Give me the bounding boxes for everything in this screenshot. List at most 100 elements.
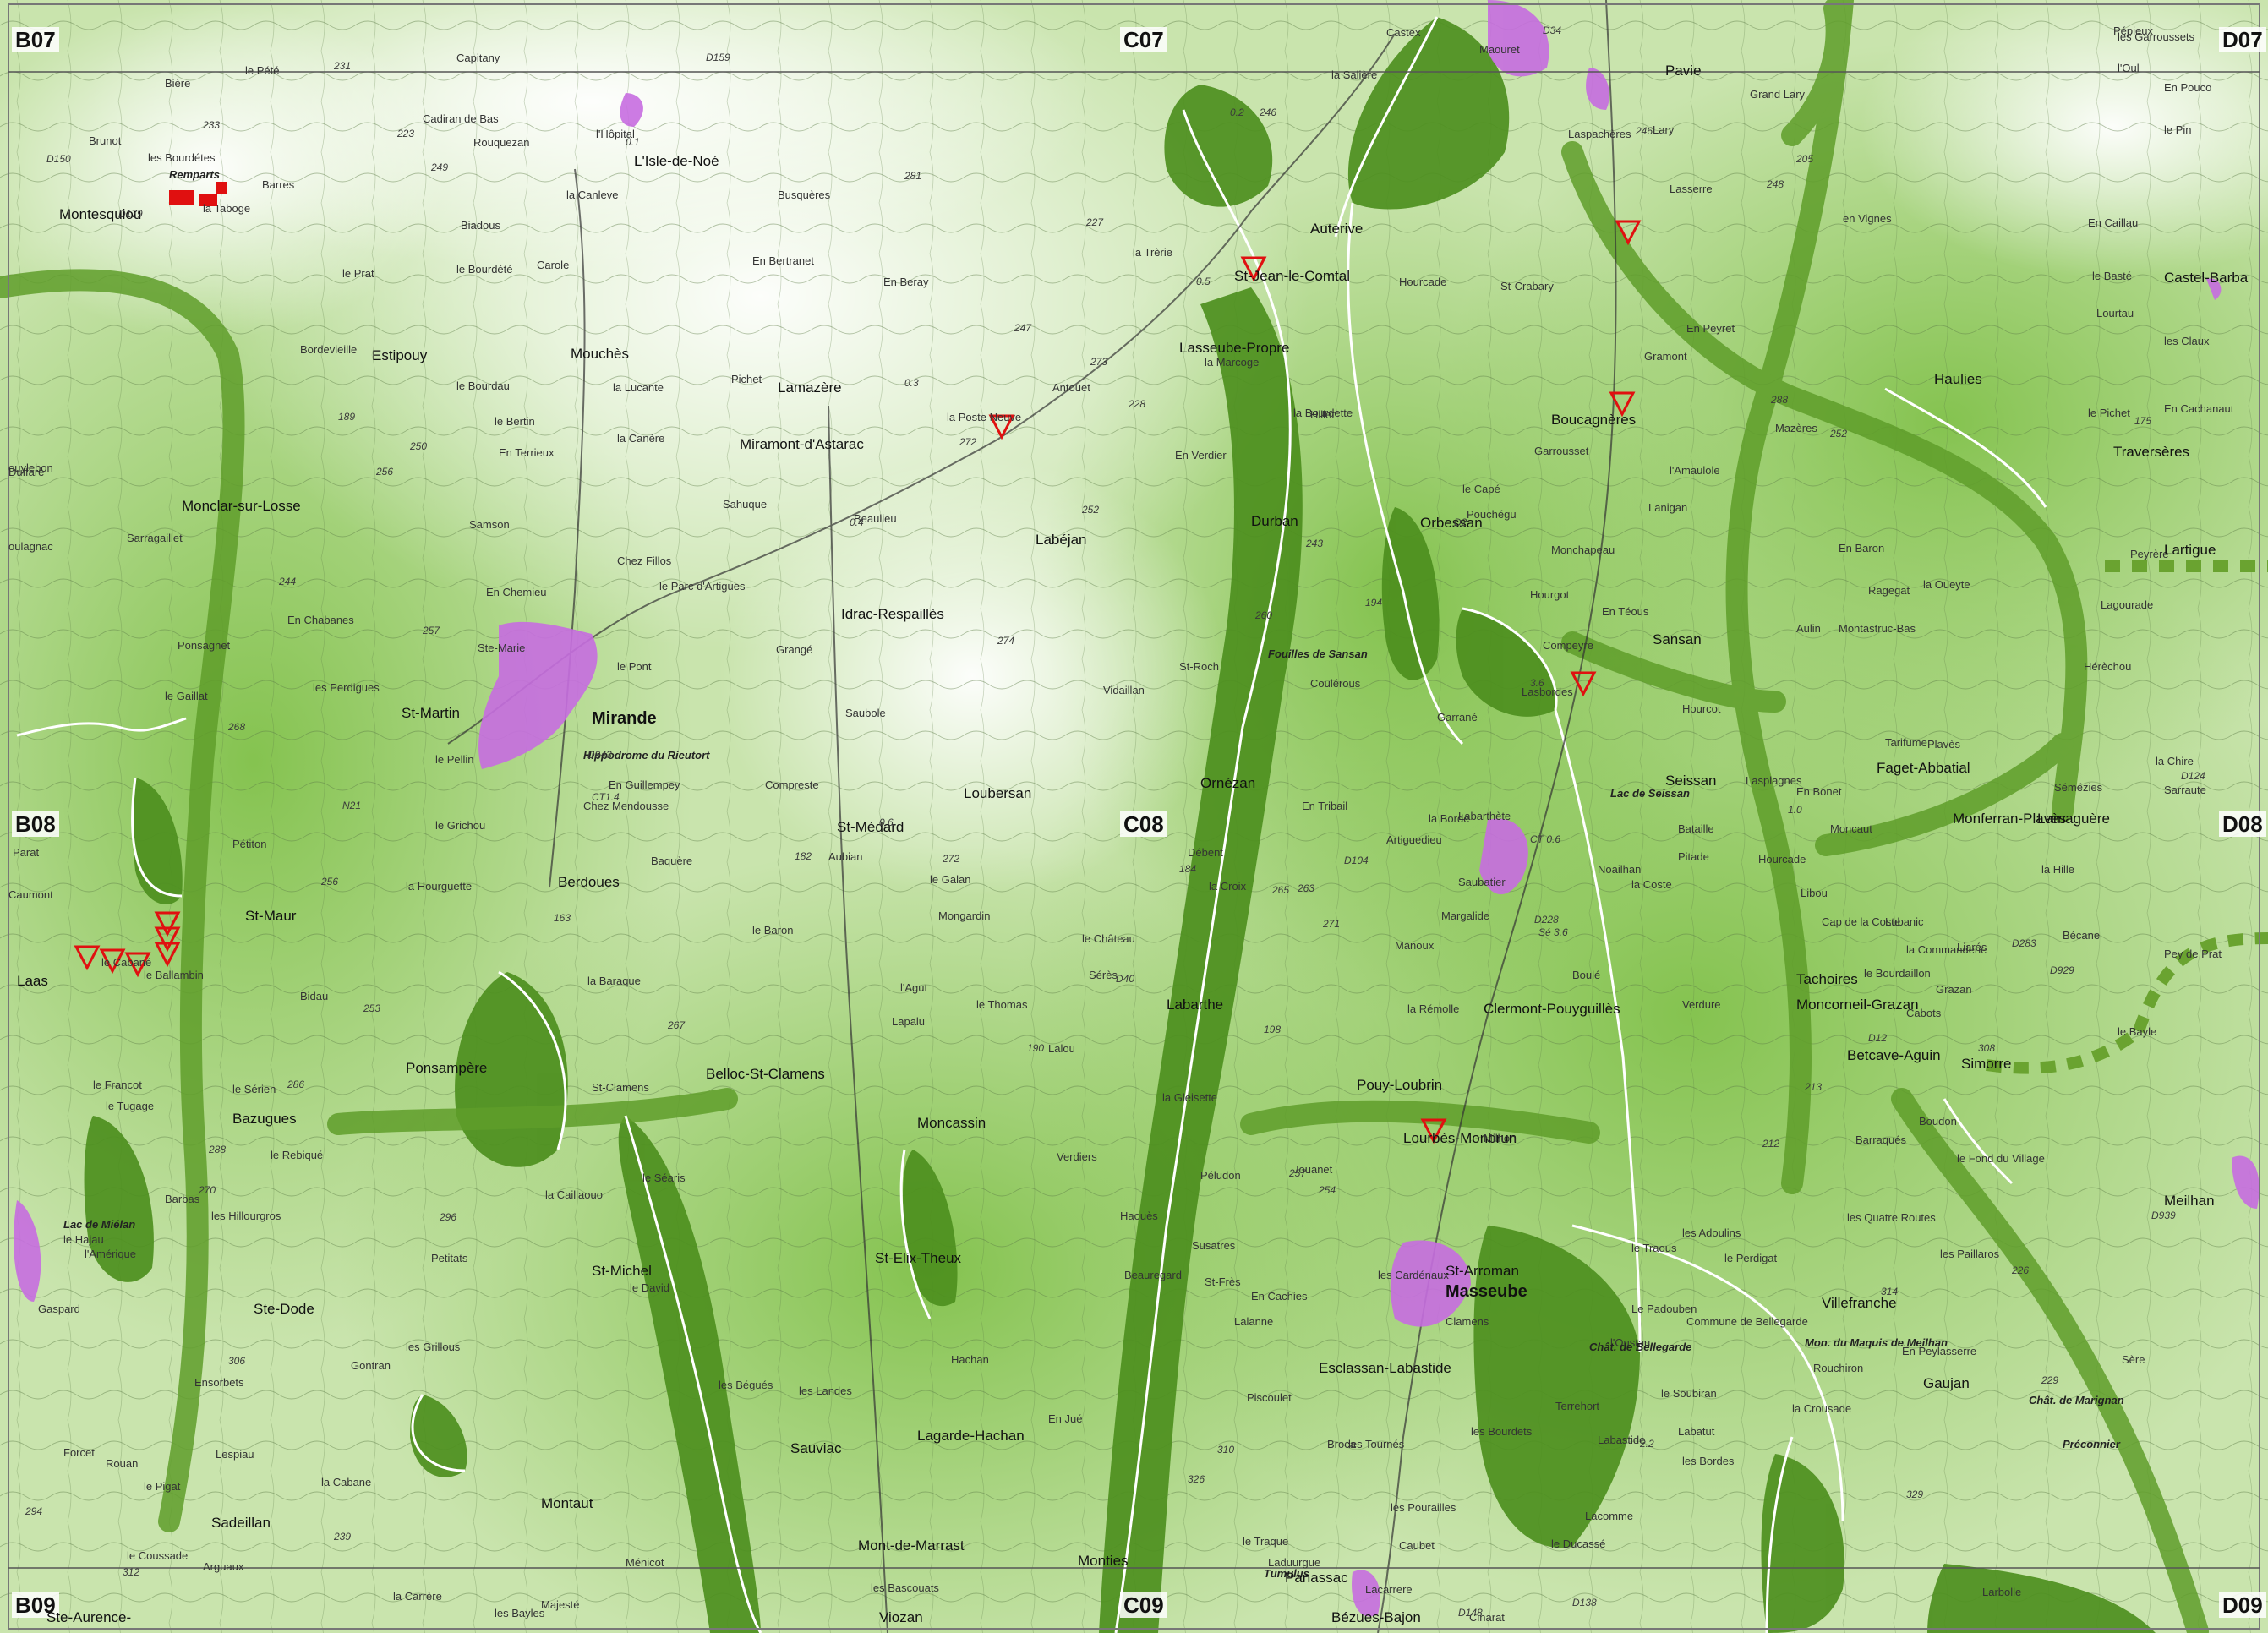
place-label: Compreste bbox=[765, 778, 819, 791]
map-annotation: 286 bbox=[287, 1079, 305, 1090]
place-label: Ponsampère bbox=[406, 1060, 488, 1076]
map-annotation: 268 bbox=[228, 721, 246, 733]
place-label: Lasplagnes bbox=[1746, 774, 1802, 787]
place-label: l'Oul bbox=[2118, 62, 2140, 74]
place-label: Busquères bbox=[778, 188, 831, 201]
place-label: En Peylasserre bbox=[1902, 1345, 1977, 1357]
place-label: Cadiran de Bas bbox=[423, 112, 499, 125]
place-label: Verdure bbox=[1682, 998, 1721, 1011]
place-label: En Guillempey bbox=[609, 778, 680, 791]
place-label: Pouchégu bbox=[1467, 508, 1517, 521]
place-label: St-Michel bbox=[592, 1263, 652, 1279]
place-label: les Bordes bbox=[1682, 1455, 1735, 1467]
place-label: Sère bbox=[2122, 1353, 2145, 1366]
place-label: Brunot bbox=[89, 134, 122, 147]
place-label: Lapalu bbox=[892, 1015, 926, 1028]
map-annotation: 329 bbox=[1906, 1488, 1924, 1500]
map-annotation: 260 bbox=[1255, 609, 1273, 621]
place-label: Grangé bbox=[776, 643, 813, 656]
place-label: Sauviac bbox=[790, 1440, 842, 1456]
place-label: la Bourdette bbox=[1293, 407, 1353, 419]
map-annotation: 0.4 bbox=[850, 516, 864, 528]
place-label: Hippodrome du Rieutort bbox=[583, 749, 710, 762]
place-label: l'Amérique bbox=[85, 1248, 137, 1260]
place-label: Ornézan bbox=[1200, 775, 1256, 791]
place-label: Pey de Prat bbox=[2164, 948, 2222, 960]
place-label: En Jué bbox=[1048, 1412, 1083, 1425]
map-annotation: 239 bbox=[334, 1531, 352, 1543]
map-annotation: 296 bbox=[440, 1211, 457, 1223]
place-label: En Terrieux bbox=[499, 446, 555, 459]
place-label: Hourgot bbox=[1530, 588, 1570, 601]
place-label: Verdiers bbox=[1057, 1150, 1097, 1163]
place-label: Jouanet bbox=[1293, 1163, 1333, 1176]
place-label: les Claux bbox=[2164, 335, 2210, 347]
place-label: le Traque bbox=[1243, 1535, 1289, 1548]
map-annotation: 194 bbox=[1365, 597, 1383, 609]
place-label: Simorre bbox=[1961, 1056, 2012, 1072]
place-label: le Coussade bbox=[127, 1549, 189, 1562]
place-label: Gaujan bbox=[1923, 1375, 1970, 1391]
place-label: le Pin bbox=[2164, 123, 2192, 136]
place-label: Barbas bbox=[165, 1193, 200, 1205]
roads bbox=[447, 0, 1617, 1633]
map-annotation: 247 bbox=[1014, 322, 1032, 334]
place-label: Remparts bbox=[169, 168, 220, 181]
map-annotation: 0.5 bbox=[1196, 276, 1211, 287]
map-annotation: 257 bbox=[423, 625, 440, 636]
place-label: le Pigat bbox=[144, 1480, 181, 1493]
place-label: Ménicot bbox=[626, 1556, 664, 1569]
place-label: Orbessan bbox=[1420, 515, 1483, 531]
place-label: Carole bbox=[537, 259, 570, 271]
place-label: Barraqués bbox=[1855, 1133, 1906, 1146]
place-label: Pavie bbox=[1665, 63, 1702, 79]
place-label: Berdoues bbox=[558, 874, 620, 890]
place-label: Sadeillan bbox=[211, 1515, 271, 1531]
place-label: Arguaux bbox=[203, 1560, 244, 1573]
map-annotation: D283 bbox=[2012, 937, 2036, 949]
place-label: St-Médard bbox=[837, 819, 904, 835]
place-label: la Poste Neuve bbox=[947, 411, 1022, 423]
place-label: En Verdier bbox=[1175, 449, 1227, 462]
place-label: Cap de la Coste bbox=[1822, 915, 1901, 928]
map-annotation: 231 bbox=[334, 60, 352, 72]
map-annotation: D929 bbox=[2050, 964, 2074, 976]
map-annotation: 273 bbox=[1090, 356, 1108, 368]
place-label: Biadous bbox=[461, 219, 500, 232]
place-label: Bézues-Bajon bbox=[1331, 1609, 1421, 1625]
place-label: Hachan bbox=[951, 1353, 989, 1366]
map-annotation: 246 bbox=[1260, 106, 1277, 118]
map-annotation: 326 bbox=[1188, 1473, 1205, 1485]
place-label: Sansan bbox=[1653, 631, 1702, 647]
map-annotation: 227 bbox=[1086, 216, 1104, 228]
place-label: Mazères bbox=[1775, 422, 1817, 434]
place-label: Gontran bbox=[351, 1359, 391, 1372]
map-annotation: 2.2 bbox=[1640, 1438, 1654, 1450]
map-annotation: D150 bbox=[46, 153, 71, 165]
map-annotation: 0.1 bbox=[626, 136, 640, 148]
place-label: l'Agut bbox=[900, 981, 928, 994]
place-label: la Trèrie bbox=[1133, 246, 1172, 259]
place-label: Moncaut bbox=[1830, 822, 1872, 835]
map-annotation: D138 bbox=[1572, 1597, 1597, 1608]
place-label: Lasserre bbox=[1670, 183, 1713, 195]
place-label: Lespiau bbox=[216, 1448, 254, 1461]
place-label: Préconnier bbox=[2063, 1438, 2120, 1450]
map-annotation: 252 bbox=[1830, 428, 1848, 440]
map-annotation: 249 bbox=[431, 161, 449, 173]
place-label: En Beray bbox=[883, 276, 929, 288]
map-annotation: 281 bbox=[904, 170, 922, 182]
place-label: le Bertin bbox=[495, 415, 535, 428]
place-label: Hourcade bbox=[1758, 853, 1806, 866]
place-label: Bataille bbox=[1678, 822, 1714, 835]
place-label: Barres bbox=[262, 178, 295, 191]
place-label: le Thomas bbox=[976, 998, 1028, 1011]
heritage-markers bbox=[169, 182, 227, 206]
place-label: En Peyret bbox=[1686, 322, 1735, 335]
place-label: Lalanne bbox=[1234, 1315, 1274, 1328]
place-label: Labéjan bbox=[1036, 532, 1087, 548]
place-label: Loubersan bbox=[964, 785, 1032, 801]
corridor-bands bbox=[0, 0, 2209, 1633]
